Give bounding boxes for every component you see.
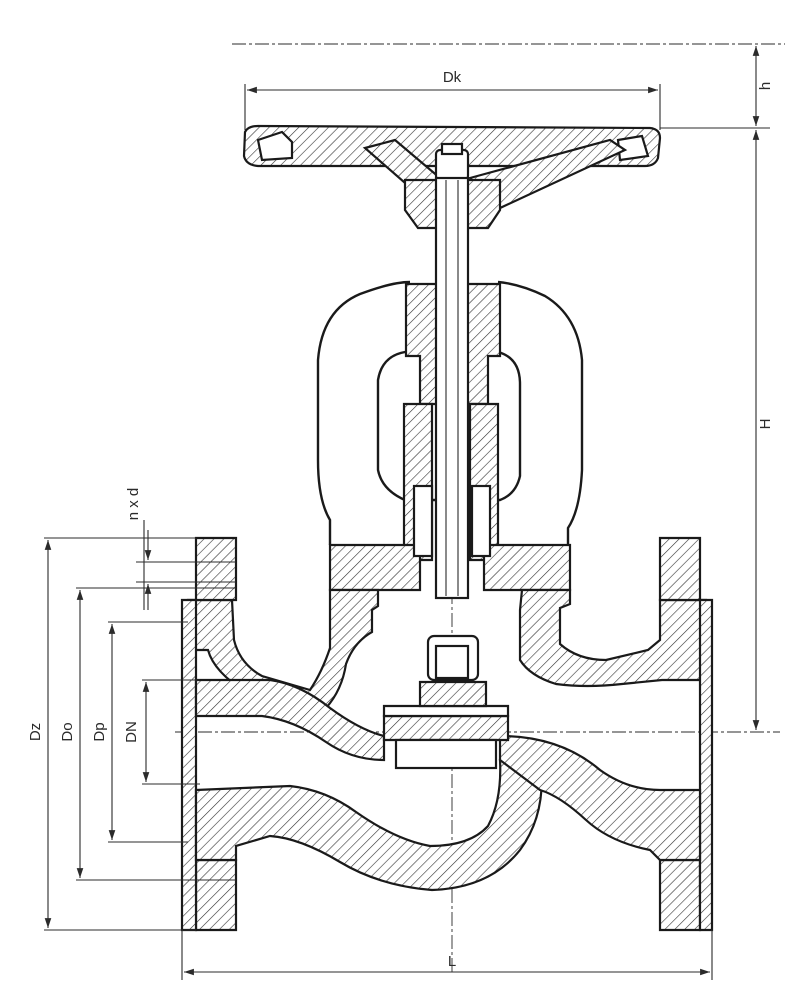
dn-label: DN <box>123 721 140 743</box>
dp-label: Dp <box>91 722 108 741</box>
h-small-label: h <box>757 82 774 90</box>
l-label: L <box>448 953 456 970</box>
valve-body <box>180 536 714 932</box>
h-big-label: H <box>757 419 774 430</box>
stem <box>426 176 480 682</box>
dz-label: Dz <box>27 723 44 741</box>
dk-label: Dk <box>443 69 462 86</box>
do-label: Do <box>59 722 76 741</box>
nxd-label: n x d <box>125 488 142 521</box>
handwheel <box>242 124 662 230</box>
dimensions <box>44 46 770 980</box>
